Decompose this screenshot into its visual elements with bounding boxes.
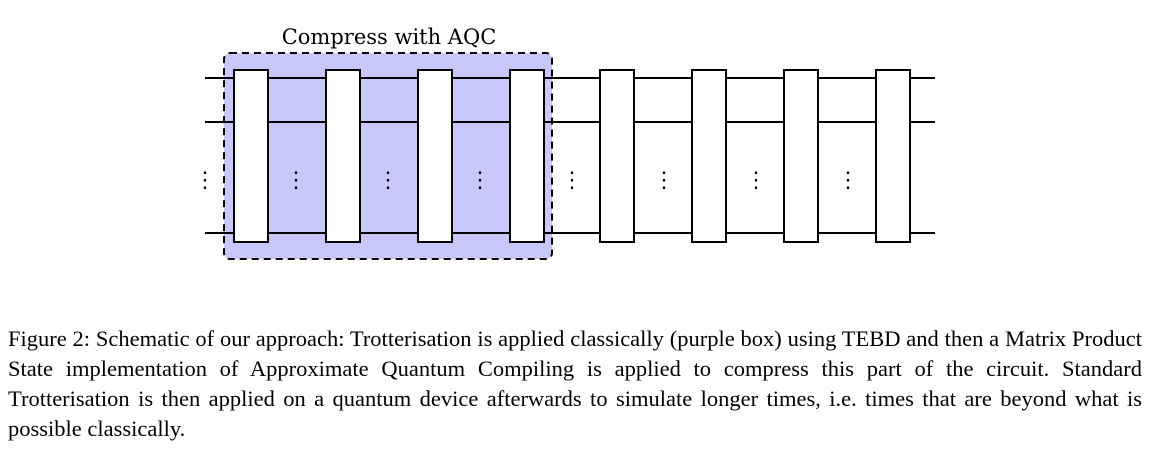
wire-ellipses: ⋮ ⋮ ⋮ ⋮ ⋮ ⋮ ⋮ ⋮ [194, 168, 859, 193]
aqc-box-label: Compress with AQC [282, 25, 497, 49]
aqc-compression-box [223, 52, 553, 260]
vertical-ellipsis: ⋮ [561, 168, 583, 193]
vertical-ellipsis: ⋮ [653, 168, 675, 193]
trotter-gate [509, 69, 545, 243]
vertical-ellipsis: ⋮ [285, 168, 307, 193]
trotter-gate [783, 69, 819, 243]
trotter-gate [325, 69, 361, 243]
vertical-ellipsis: ⋮ [745, 168, 767, 193]
trotter-gate [417, 69, 453, 243]
trotter-gate [691, 69, 727, 243]
vertical-ellipsis: ⋮ [194, 168, 216, 193]
circuit-diagram: Compress with AQC ⋮ ⋮ ⋮ ⋮ ⋮ ⋮ ⋮ ⋮ [194, 25, 935, 260]
vertical-ellipsis: ⋮ [377, 168, 399, 193]
trotter-gates [233, 69, 911, 243]
trotter-gate [875, 69, 911, 243]
vertical-ellipsis: ⋮ [837, 168, 859, 193]
figure-caption: Figure 2: Schematic of our approach: Tro… [8, 326, 1142, 441]
vertical-ellipsis: ⋮ [469, 168, 491, 193]
trotter-gate [233, 69, 269, 243]
trotter-gate [599, 69, 635, 243]
